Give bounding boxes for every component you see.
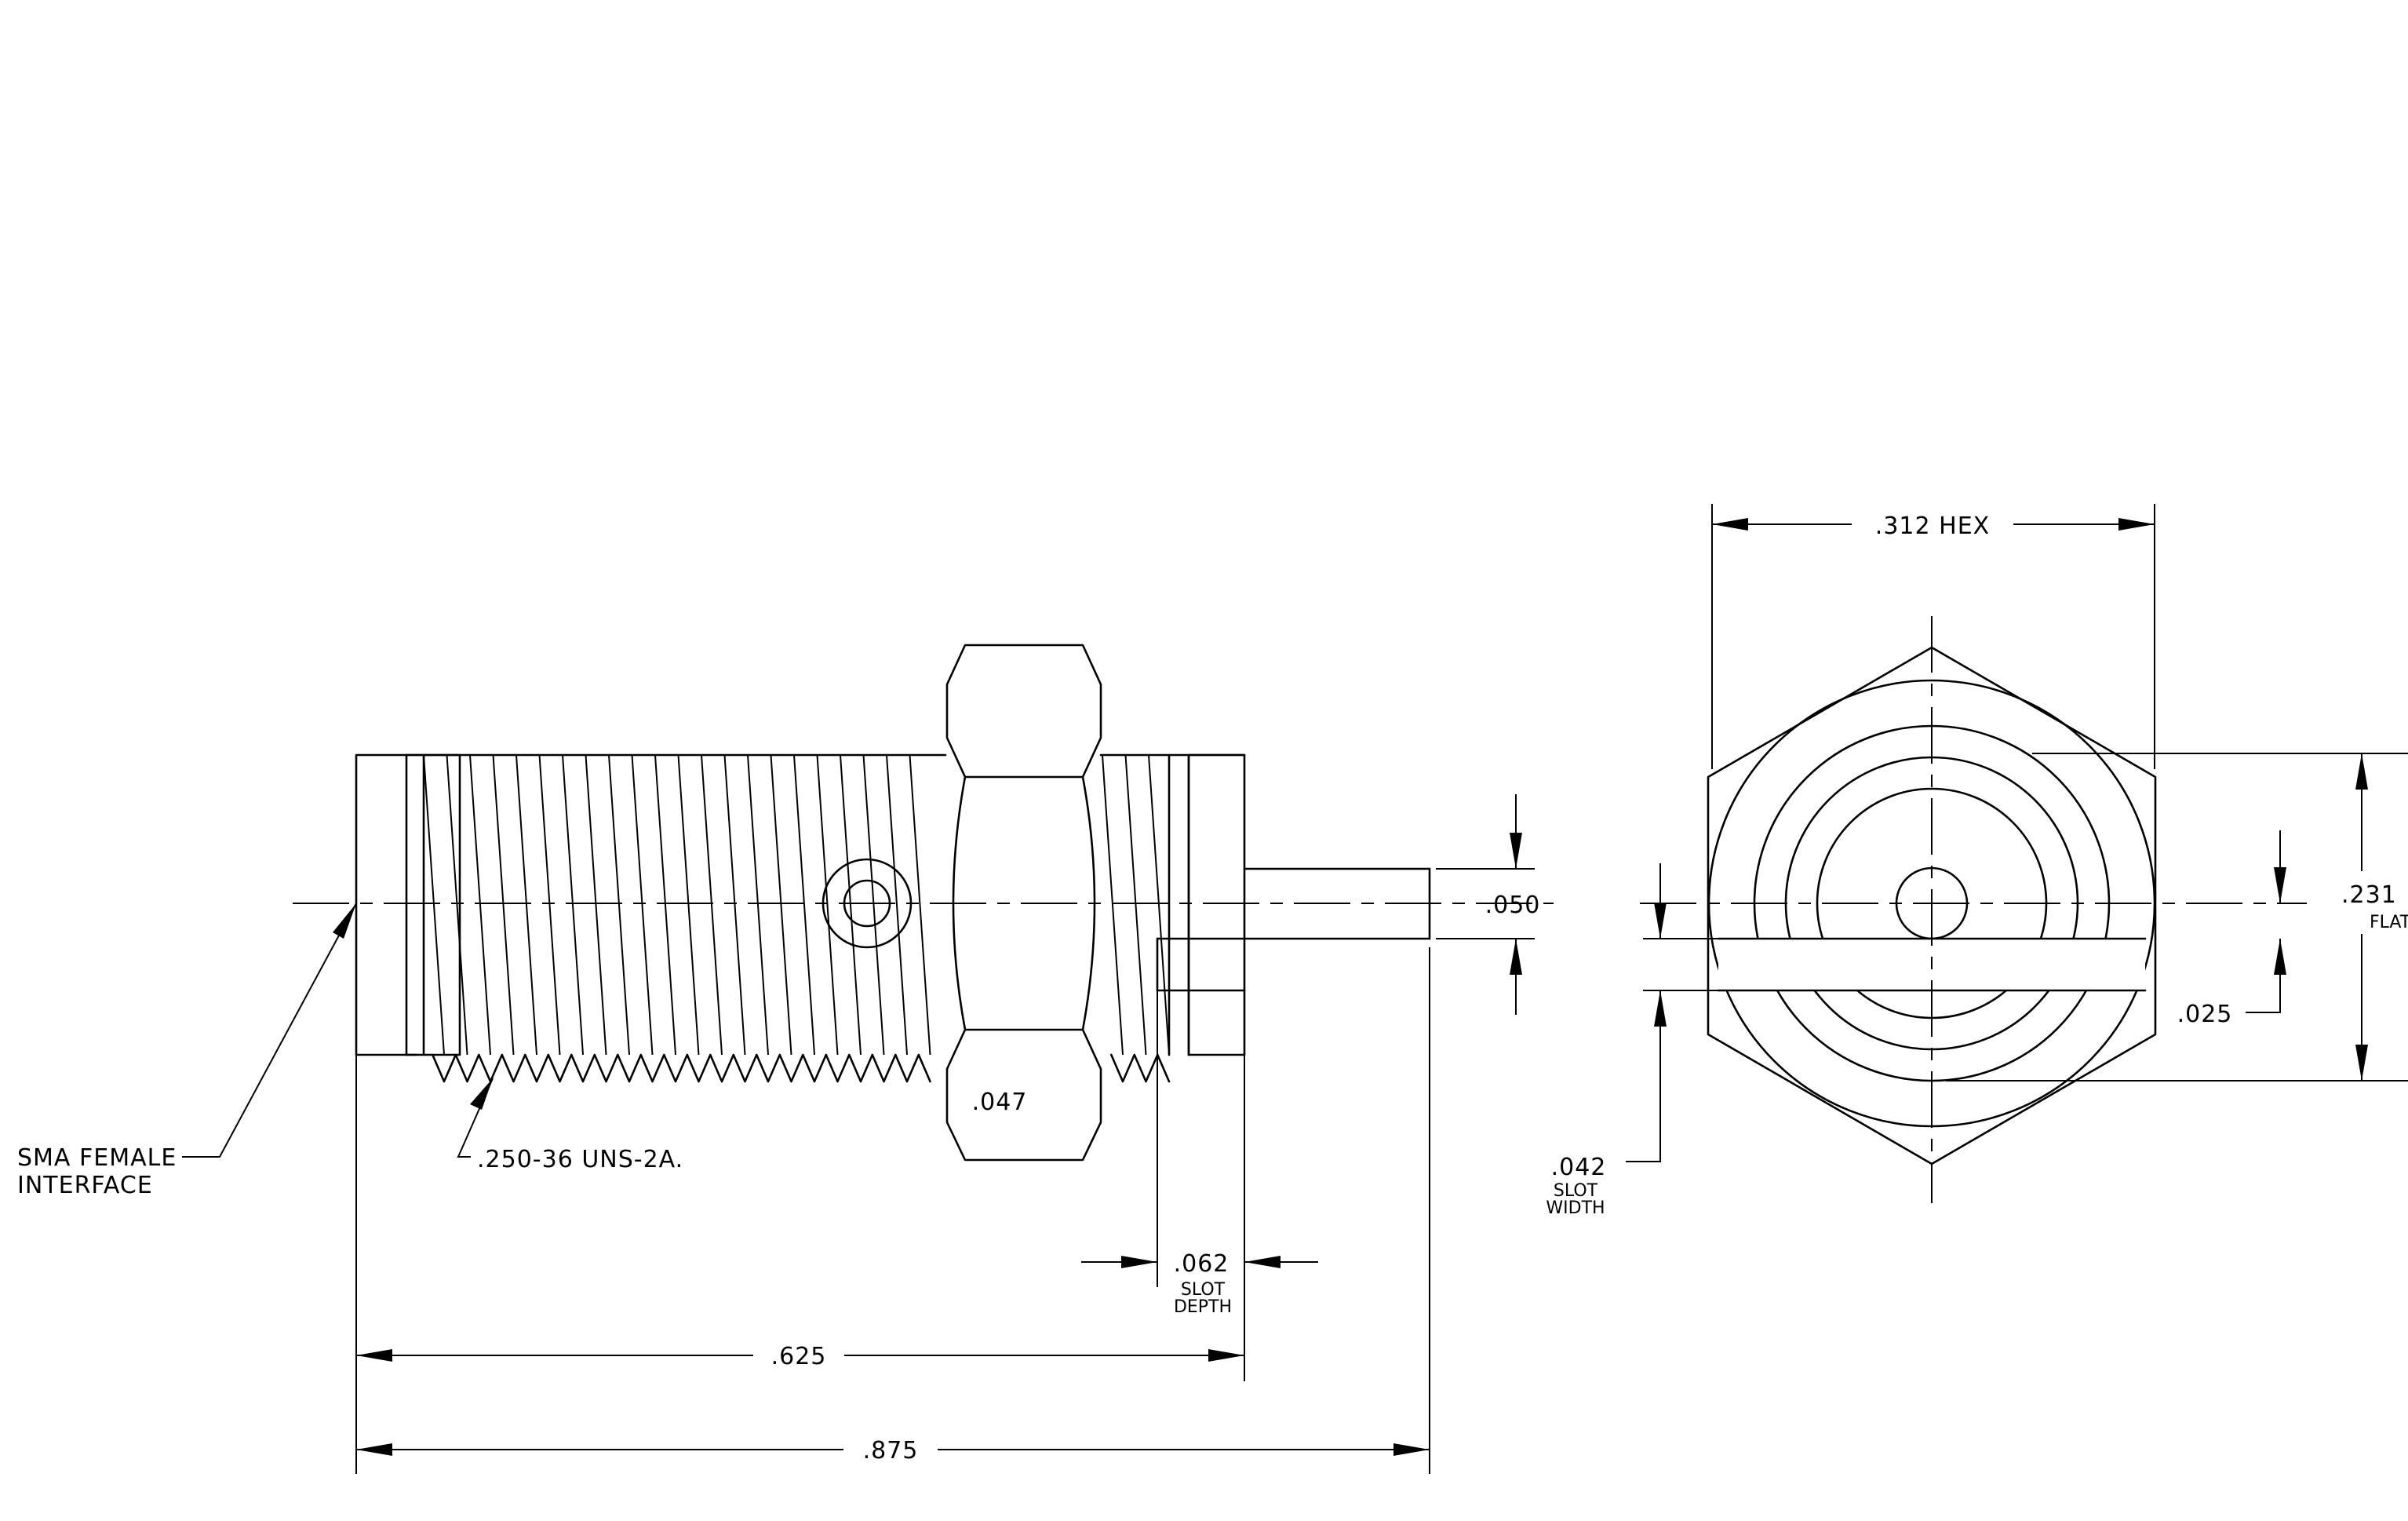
slot-width-label-2: WIDTH [1546, 1198, 1605, 1218]
interface-label-1: SMA FEMALE [17, 1144, 177, 1172]
pin-dim-label: .050 [1485, 892, 1541, 919]
interface-label-2: INTERFACE [17, 1172, 153, 1199]
thread-lines [423, 754, 1170, 1056]
thread-spec-label: .250-36 UNS-2A. [477, 1146, 683, 1173]
slot-depth-label-2: DEPTH [1174, 1297, 1232, 1317]
flat-dim-label: .231 [2341, 881, 2397, 909]
slot-025-label: .025 [2177, 1001, 2233, 1028]
end-view [1640, 616, 2307, 1203]
slotted-end [1187, 753, 1246, 1056]
side-dimensions: .625 .875 .062 SLOT DEPTH .050 .047 SMA … [17, 794, 1541, 1474]
slot-width-value: .042 [1551, 1154, 1607, 1181]
nut-dim-label: .047 [972, 1089, 1028, 1116]
hex-dim-label: .312 HEX [1875, 512, 1990, 540]
slot-width-label-1: SLOT [1554, 1181, 1598, 1201]
end-dimensions: .312 HEX .231 FLAT .025 .042 SLOT WIDTH [1546, 504, 2408, 1218]
side-view [293, 644, 1554, 1162]
slot-depth-value: .062 [1174, 1250, 1230, 1278]
slot-depth-label-1: SLOT [1181, 1280, 1226, 1300]
dim-625-label: .625 [771, 1343, 827, 1370]
thread-profile [431, 1053, 931, 1083]
interface-body [355, 753, 461, 1056]
flat-suffix-label: FLAT [2370, 913, 2408, 932]
thread-profile-right [1110, 1053, 1171, 1083]
dim-875-label: .875 [863, 1437, 919, 1464]
